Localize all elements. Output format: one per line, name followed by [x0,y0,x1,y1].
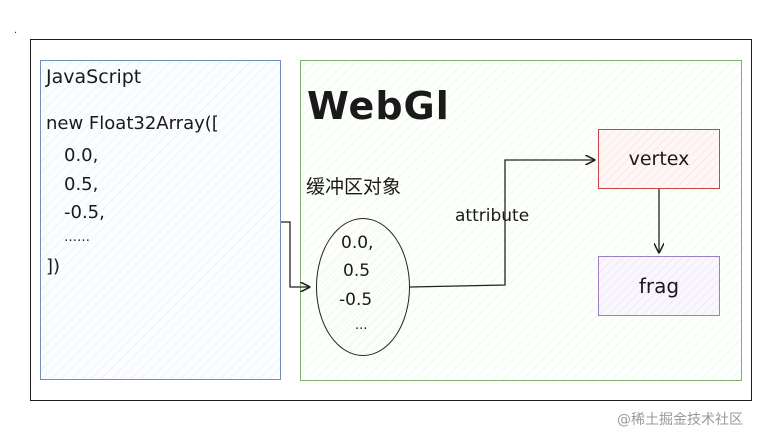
attribute-label: attribute [455,206,530,226]
javascript-title: JavaScript [46,66,142,88]
buffer-to-vertex-arrow [409,160,594,288]
code-line: …… [64,230,90,245]
buffer-value: 0.0, [341,233,374,253]
buffer-object [316,218,410,356]
buffer-value: ... [355,318,368,333]
buffer-object-label: 缓冲区对象 [306,176,402,198]
outer-frame [30,39,752,401]
js-to-buffer-arrow [281,221,309,287]
fragment-shader-box: frag [598,256,720,316]
code-line: -0.5, [64,202,105,223]
watermark: @稀土掘金技术社区 [617,412,743,428]
vertex-label: vertex [628,148,690,170]
code-line: 0.0, [64,145,99,166]
code-line: new Float32Array([ [46,113,219,134]
code-line: ]) [46,256,61,277]
code-line: 0.5, [64,174,99,195]
javascript-panel [40,60,281,380]
corner-dot: · [14,28,18,39]
vertex-shader-box: vertex [598,129,720,189]
frag-label: frag [638,274,680,298]
buffer-value: -0.5 [339,290,373,310]
webgl-title: WebGl [307,84,450,128]
buffer-value: 0.5 [343,261,371,281]
